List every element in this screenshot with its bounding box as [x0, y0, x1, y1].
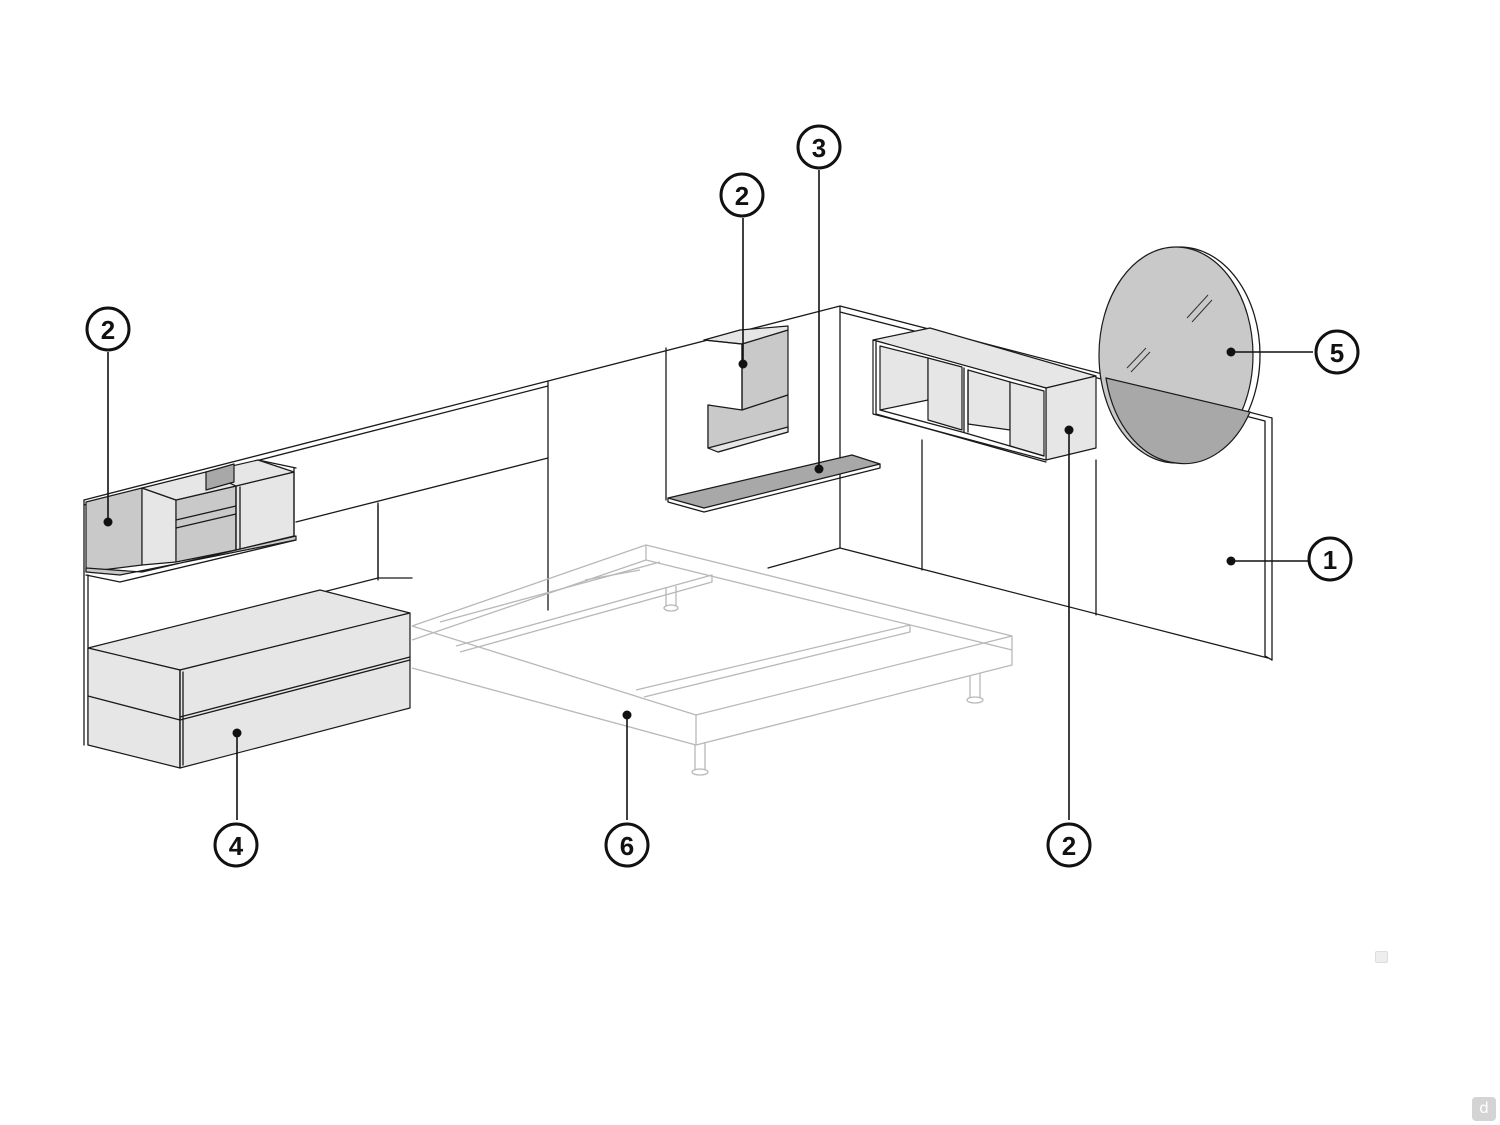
callout-shelf: 3 — [796, 124, 842, 170]
callout-label: 6 — [620, 831, 634, 861]
callout-wall-unit-center: 2 — [719, 172, 765, 218]
callout-label: 2 — [101, 315, 115, 345]
callout-label: 1 — [1323, 545, 1337, 575]
callout-label: 2 — [1062, 831, 1076, 861]
d-logo-icon: d — [1472, 1097, 1496, 1121]
callout-label: 2 — [735, 181, 749, 211]
callout-wall-panel: 1 — [1307, 536, 1353, 582]
corner-mark — [1375, 951, 1388, 963]
leader-lines — [103, 170, 1313, 820]
callout-label: 3 — [812, 133, 826, 163]
callout-label: 5 — [1330, 338, 1344, 368]
callout-wall-unit-left: 2 — [85, 306, 131, 352]
chest-shape — [87, 589, 411, 769]
wall-unit-right-shape — [872, 327, 1097, 463]
callout-mirror: 5 — [1314, 329, 1360, 375]
callout-bed-frame: 6 — [604, 822, 650, 868]
back-wall-panels — [83, 305, 1273, 746]
bed-frame-shape — [411, 544, 1013, 776]
wall-unit-center-shape — [703, 325, 789, 453]
shelf-shape — [667, 454, 881, 513]
callout-chest: 4 — [213, 822, 259, 868]
mirror-shape — [1098, 246, 1261, 465]
callout-wall-unit-right: 2 — [1046, 822, 1092, 868]
callout-label: 4 — [229, 831, 244, 861]
wall-unit-left-shape — [85, 459, 297, 583]
